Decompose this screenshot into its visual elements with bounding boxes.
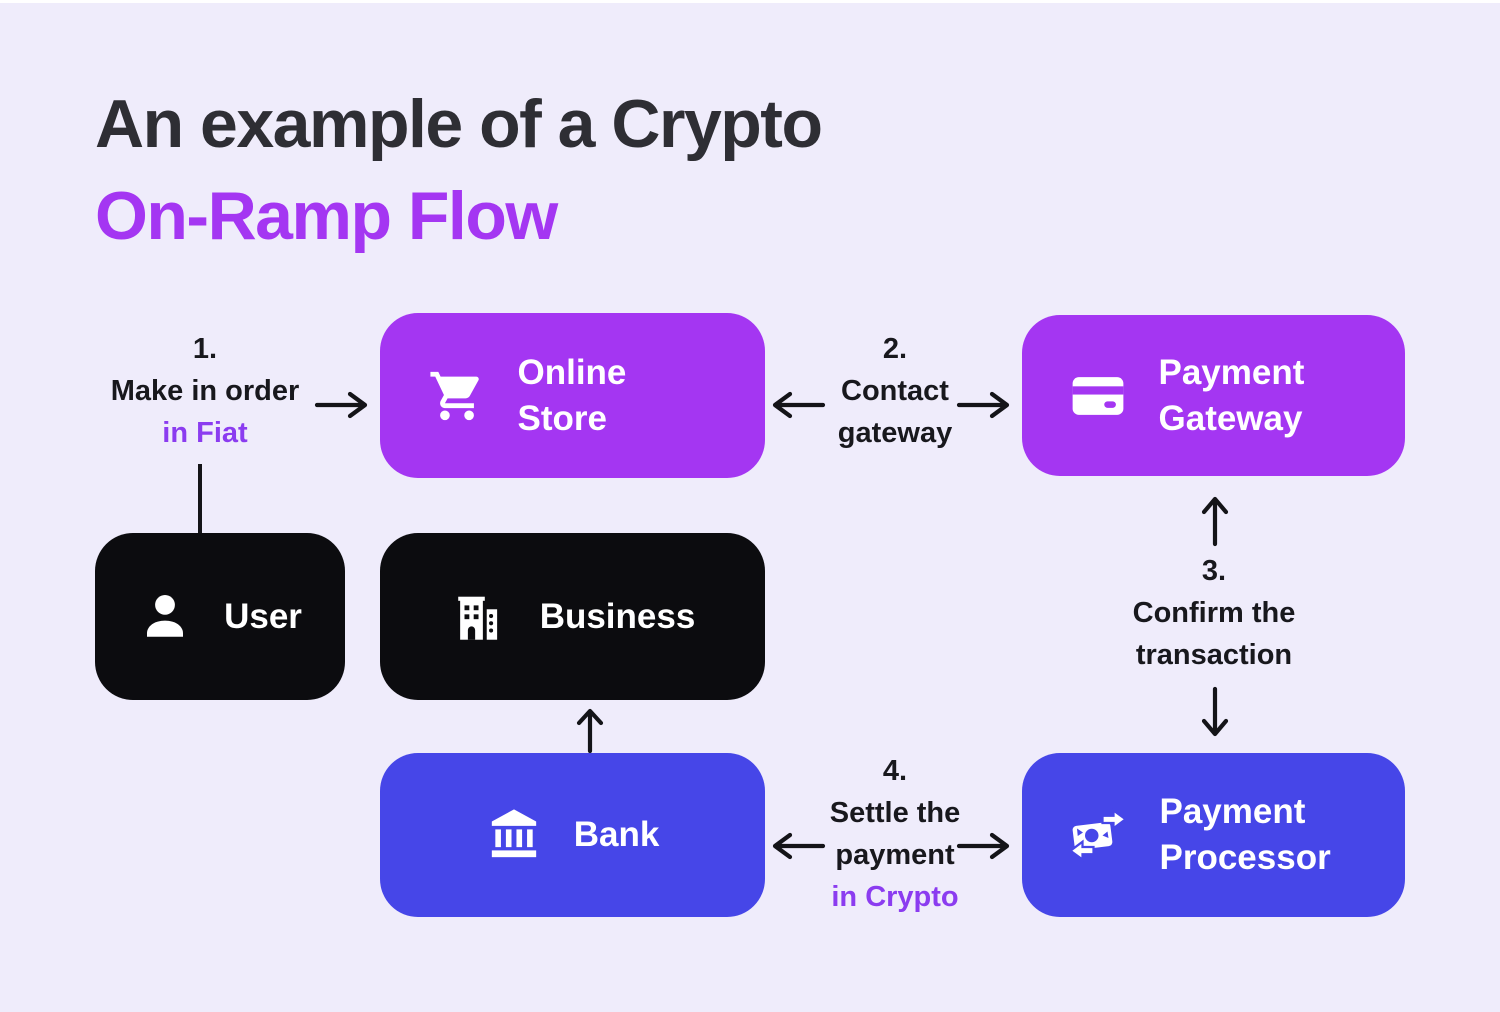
node-label: Business	[539, 596, 696, 636]
node-label: Payment Gateway	[1158, 352, 1305, 438]
node-label: Online Store	[517, 352, 627, 438]
arrow-down-icon	[1200, 686, 1230, 738]
credit-card-icon	[1069, 367, 1127, 425]
node-payment-processor: Payment Processor	[1022, 753, 1405, 917]
node-label: Payment Processor	[1159, 792, 1331, 877]
title-line-1: An example of a Crypto	[95, 86, 823, 162]
step-4-number: 4.	[882, 755, 908, 787]
step-1-text: Make in order	[110, 375, 300, 407]
step-2-number: 2.	[882, 333, 908, 365]
page-title: An example of a Crypto On-Ramp Flow	[95, 78, 823, 262]
arrow-right-icon	[314, 390, 370, 420]
arrow-up-icon	[575, 707, 605, 753]
arrow-up-icon	[1200, 495, 1230, 547]
top-edge-strip	[0, 0, 1500, 3]
node-business: Business	[380, 533, 765, 700]
step-3-label: 3. Confirm the transaction	[1104, 550, 1324, 676]
step-4-label: 4. Settle the payment in Crypto	[790, 750, 1000, 918]
step-2-label: 2. Contact gateway	[790, 328, 1000, 454]
step-2-text: Contact gateway	[837, 375, 953, 449]
arrow-right-icon	[956, 831, 1012, 861]
node-user: User	[95, 533, 345, 700]
step-1-highlight: in Fiat	[162, 417, 248, 449]
arrow-left-icon	[770, 831, 826, 861]
step-4-text: Settle the payment	[829, 797, 961, 871]
building-icon	[450, 588, 508, 646]
arrow-right-icon	[956, 390, 1012, 420]
step-3-text: Confirm the transaction	[1132, 597, 1296, 671]
step-1-label: 1. Make in order in Fiat	[95, 328, 315, 454]
title-line-2: On-Ramp Flow	[95, 178, 558, 254]
shopping-cart-icon	[428, 367, 486, 425]
node-payment-gateway: Payment Gateway	[1022, 315, 1405, 476]
bank-icon	[486, 807, 542, 863]
money-transfer-icon	[1068, 805, 1128, 865]
node-bank: Bank	[380, 753, 765, 917]
node-label: Bank	[573, 815, 660, 854]
step-1-number: 1.	[192, 333, 218, 365]
arrow-left-icon	[770, 390, 826, 420]
connector-user-to-step1	[198, 464, 202, 533]
node-label: User	[224, 596, 302, 636]
person-icon	[138, 590, 192, 644]
step-3-number: 3.	[1201, 555, 1227, 587]
node-online-store: Online Store	[380, 313, 765, 478]
step-4-highlight: in Crypto	[831, 881, 959, 913]
